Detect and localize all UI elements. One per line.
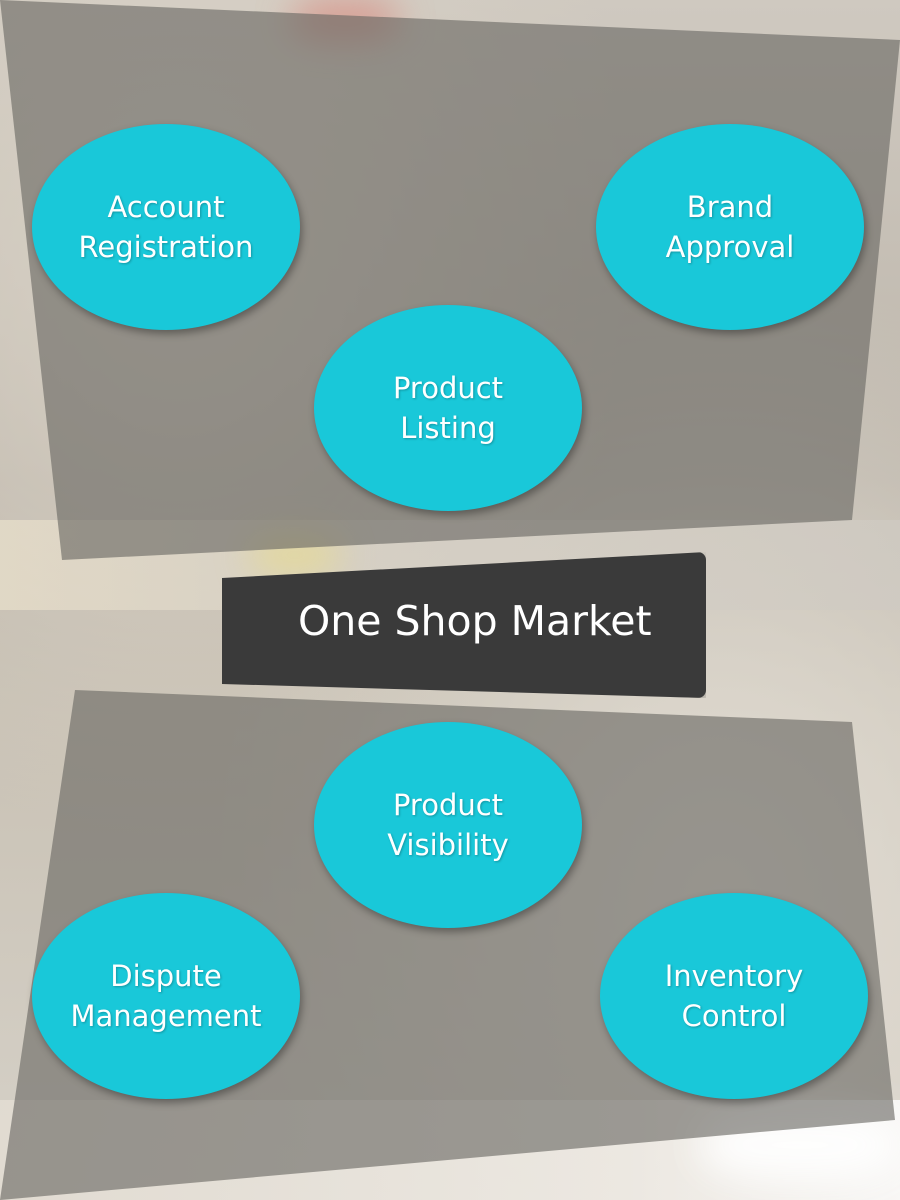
node-brand-approval: Brand Approval: [596, 124, 864, 330]
node-label-line: Dispute: [110, 959, 222, 993]
node-label-line: Approval: [665, 230, 795, 264]
node-inventory-control: Inventory Control: [600, 893, 868, 1099]
node-label-line: Brand: [686, 190, 774, 224]
node-label-line: Account: [107, 190, 225, 224]
node-label: Dispute Management: [51, 956, 281, 1036]
node-label-line: Product: [392, 371, 504, 405]
node-label: Account Registration: [51, 187, 281, 267]
title-bar: [222, 552, 706, 698]
node-label: Product Listing: [333, 368, 563, 448]
node-dispute-management: Dispute Management: [32, 893, 300, 1099]
node-account-registration: Account Registration: [32, 124, 300, 330]
node-label: Inventory Control: [619, 956, 849, 1036]
node-product-visibility: Product Visibility: [314, 722, 582, 928]
node-label-line: Listing: [400, 411, 496, 445]
node-label-line: Control: [681, 999, 787, 1033]
diagram-title: One Shop Market: [298, 597, 652, 645]
node-label-line: Inventory: [664, 959, 804, 993]
node-label: Brand Approval: [615, 187, 845, 267]
node-label: Product Visibility: [333, 785, 563, 865]
node-product-listing: Product Listing: [314, 305, 582, 511]
node-label-line: Visibility: [387, 828, 509, 862]
node-label-line: Registration: [78, 230, 254, 264]
node-label-line: Management: [70, 999, 262, 1033]
node-label-line: Product: [392, 788, 504, 822]
